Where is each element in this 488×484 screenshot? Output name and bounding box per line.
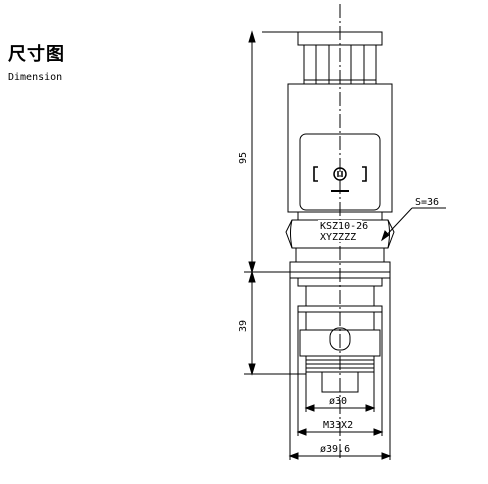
dim-hex-leader <box>381 207 446 242</box>
dim-outer-diameter <box>288 278 392 460</box>
top-nut <box>297 31 383 85</box>
dim-text-inner-diameter: ø30 <box>329 396 347 407</box>
dim-text-overall-height: 95 <box>238 152 249 164</box>
dim-thread <box>296 312 384 436</box>
dim-inner-diameter <box>304 372 376 412</box>
page-title: 尺寸图 <box>8 44 65 65</box>
flow-port <box>329 327 351 351</box>
cartridge-body <box>297 277 383 393</box>
connector-socket <box>299 133 381 211</box>
product-label-line2: XYZZZZ <box>320 232 356 243</box>
dim-text-thread: M33X2 <box>323 420 353 431</box>
dim-overall-height <box>244 30 298 274</box>
dim-text-hex: S=36 <box>415 197 439 208</box>
dim-text-cartridge-height: 39 <box>238 320 249 332</box>
product-label-line1: KSZ10-26 <box>320 221 368 232</box>
page-subtitle: Dimension <box>8 72 63 83</box>
hex-nut <box>285 219 395 249</box>
dim-cartridge-height <box>244 270 306 376</box>
dim-text-outer-diameter: ø39.6 <box>320 444 350 455</box>
